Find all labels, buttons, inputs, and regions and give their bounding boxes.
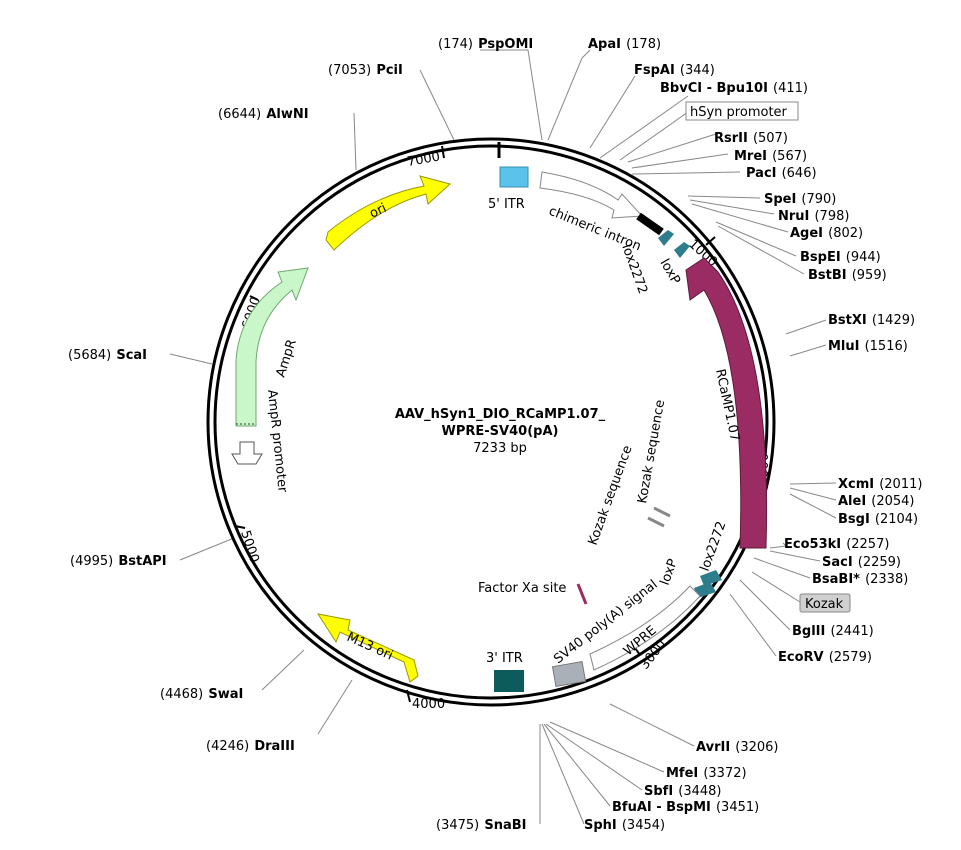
m13-ori-feature[interactable] <box>316 613 419 683</box>
site-sbfi[interactable]: SbfI (3448) <box>644 780 722 799</box>
site-mlui[interactable]: MluI (1516) <box>828 335 908 354</box>
lox2272-label-a: lox2272 <box>618 242 650 296</box>
site-nrui[interactable]: NruI (798) <box>778 205 849 224</box>
site-alwni[interactable]: (6644) AlwNI <box>218 103 309 122</box>
site-bstbi[interactable]: BstBI (959) <box>808 264 887 283</box>
site-bglii[interactable]: BglII (2441) <box>792 620 874 639</box>
site-xcmi[interactable]: XcmI (2011) <box>838 473 922 492</box>
site-bbvci[interactable]: BbvCI - Bpu10I (411) <box>660 77 808 96</box>
loxp-feature-a[interactable] <box>674 242 690 258</box>
hsyn-marker[interactable] <box>636 212 664 236</box>
lox2272-label-b: lox2272 <box>698 519 730 573</box>
ampr-promoter-feature[interactable] <box>231 441 263 465</box>
sv40-feature[interactable] <box>551 660 587 688</box>
site-apai[interactable]: ApaI (178) <box>588 33 661 52</box>
site-pspomi[interactable]: (174) PspOMI <box>438 33 533 52</box>
site-snabi[interactable]: (3475) SnaBI <box>436 814 526 833</box>
site-swai[interactable]: (4468) SwaI <box>160 683 243 702</box>
lox2272-feature-a[interactable] <box>658 230 674 246</box>
factor-xa-label: Factor Xa site <box>478 581 566 596</box>
site-bstapi[interactable]: (4995) BstAPI <box>70 550 167 569</box>
loxp-label-b: loxP <box>658 557 681 587</box>
site-mfei[interactable]: MfeI (3372) <box>666 762 747 781</box>
site-rsrii[interactable]: RsrII (507) <box>714 127 788 146</box>
tick-7000: 7000 <box>406 149 441 170</box>
ori-feature[interactable] <box>325 175 452 251</box>
site-agei[interactable]: AgeI (802) <box>790 222 863 241</box>
plasmid-name-line1: AAV_hSyn1_DIO_RCaMP1.07_ <box>395 407 606 422</box>
itr3-feature[interactable] <box>494 670 524 692</box>
hsyn-promoter-label[interactable]: hSyn promoter <box>690 105 788 120</box>
kozak-seq-mark-2 <box>647 516 665 528</box>
ampr-promoter-label: AmpR promoter <box>264 389 290 494</box>
ampr-label: AmpR <box>274 338 300 380</box>
hsyn-promoter-box <box>685 101 799 121</box>
backbone-inner-ring <box>213 144 769 700</box>
site-paci[interactable]: PacI (646) <box>746 162 817 181</box>
kozak-seq-mark-1 <box>653 506 671 518</box>
lox2272-feature-b[interactable] <box>700 570 722 586</box>
kozak-box-label[interactable]: Kozak <box>805 597 844 612</box>
site-alei[interactable]: AleI (2054) <box>838 490 915 509</box>
site-sphi[interactable]: SphI (3454) <box>584 814 665 833</box>
site-bsgi[interactable]: BsgI (2104) <box>838 508 918 527</box>
factor-xa-mark <box>576 583 588 605</box>
site-mrei[interactable]: MreI (567) <box>734 145 807 164</box>
kozak-seq-label-2: Kozak sequence <box>586 444 636 548</box>
site-ecorv[interactable]: EcoRV (2579) <box>778 646 872 665</box>
site-bfuai[interactable]: BfuAI - BspMI (3451) <box>612 796 759 815</box>
kozak-box <box>799 593 851 613</box>
rcamp-feature[interactable] <box>685 257 768 549</box>
site-eco53ki[interactable]: Eco53kI (2257) <box>784 533 889 552</box>
tick-5000: 5000 <box>237 529 261 565</box>
wpre-feature[interactable] <box>589 585 701 671</box>
tick-4000: 4000 <box>412 697 445 712</box>
site-fspai[interactable]: FspAI (344) <box>634 59 715 78</box>
ampr-feature[interactable] <box>235 267 309 427</box>
m13-ori-label: M13 ori <box>344 630 395 664</box>
loxp-label-a: loxP <box>657 257 683 288</box>
site-avrii[interactable]: AvrII (3206) <box>696 736 779 755</box>
kozak-seq-label-1: Kozak sequence <box>635 399 668 505</box>
site-spei[interactable]: SpeI (790) <box>764 188 836 207</box>
site-bspei[interactable]: BspEI (944) <box>800 246 881 265</box>
plasmid-length: 7233 bp <box>473 441 527 456</box>
site-leaders <box>169 49 837 825</box>
itr5-label: 5' ITR <box>488 197 525 212</box>
site-labels: (174) PspOMI ApaI (178) FspAI (344) BbvC… <box>68 33 922 833</box>
loxp-feature-b[interactable] <box>694 582 716 598</box>
site-draiii[interactable]: (4246) DraIII <box>206 735 295 754</box>
site-saci[interactable]: SacI (2259) <box>822 551 901 570</box>
site-scai[interactable]: (5684) ScaI <box>68 344 147 363</box>
plasmid-name-line2: WPRE-SV40(pA) <box>442 424 559 439</box>
site-bstxi[interactable]: BstXI (1429) <box>828 309 915 328</box>
itr3-label: 3' ITR <box>486 651 523 666</box>
backbone-outer-ring <box>206 137 776 707</box>
site-pcii[interactable]: (7053) PciI <box>328 59 403 78</box>
ori-label: ori <box>367 201 389 222</box>
site-bsabi[interactable]: BsaBI* (2338) <box>812 568 908 587</box>
itr5-feature[interactable] <box>499 166 529 188</box>
